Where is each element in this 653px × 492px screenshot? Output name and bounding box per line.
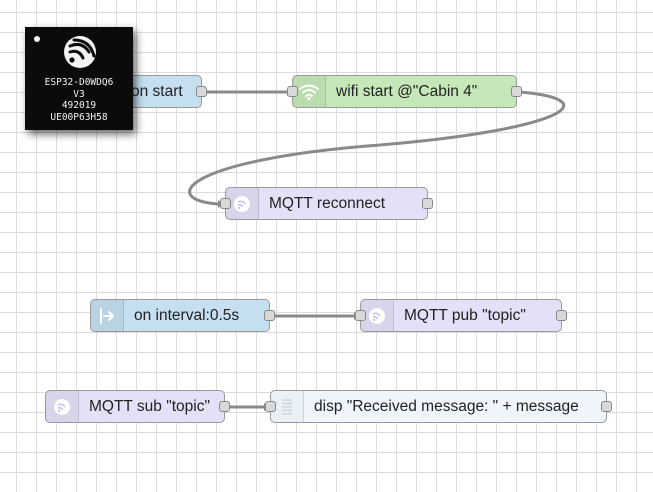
output-port[interactable] xyxy=(556,310,567,321)
node-mqtt-pub[interactable]: MQTT pub "topic" xyxy=(355,299,567,332)
node-wifi-start[interactable]: wifi start @"Cabin 4" xyxy=(287,75,522,108)
node-label: MQTT sub "topic" xyxy=(89,397,210,415)
input-port[interactable] xyxy=(265,401,276,412)
esp32-chip-image: ESP32-D0WDQ6 V3 492019 UE00P63H58 xyxy=(25,27,133,130)
node-label: MQTT pub "topic" xyxy=(404,306,526,324)
espressif-icon xyxy=(226,188,259,219)
node-label: disp "Received message: " + message xyxy=(314,397,579,415)
node-on-interval[interactable]: on interval:0.5s xyxy=(90,299,275,332)
output-port[interactable] xyxy=(196,86,207,97)
node-label: wifi start @"Cabin 4" xyxy=(336,82,478,100)
chip-version-text: V3 xyxy=(73,88,85,100)
chip-model-text: ESP32-D0WDQ6 xyxy=(44,77,114,88)
node-label: on start xyxy=(131,82,183,100)
output-port[interactable] xyxy=(601,401,612,412)
espressif-icon xyxy=(46,391,79,422)
wifi-icon xyxy=(293,76,326,107)
input-port[interactable] xyxy=(220,198,231,209)
node-mqtt-sub[interactable]: MQTT sub "topic" xyxy=(45,390,230,423)
node-label: on interval:0.5s xyxy=(134,306,240,324)
output-port[interactable] xyxy=(422,198,433,209)
chip-date-code-text: 492019 xyxy=(61,100,97,111)
node-display[interactable]: disp "Received message: " + message xyxy=(265,390,612,423)
output-port[interactable] xyxy=(511,86,522,97)
node-label: MQTT reconnect xyxy=(269,194,386,212)
pin1-dot xyxy=(34,36,40,42)
input-port[interactable] xyxy=(355,310,366,321)
node-mqtt-reconnect[interactable]: MQTT reconnect xyxy=(220,187,433,220)
output-port[interactable] xyxy=(219,401,230,412)
arrow-right-icon xyxy=(91,300,124,331)
display-lines-icon xyxy=(271,391,304,422)
chip-lot-text: UE00P63H58 xyxy=(50,111,108,123)
espressif-logo-icon xyxy=(58,32,102,72)
output-port[interactable] xyxy=(264,310,275,321)
espressif-icon xyxy=(361,300,394,331)
input-port[interactable] xyxy=(287,86,298,97)
